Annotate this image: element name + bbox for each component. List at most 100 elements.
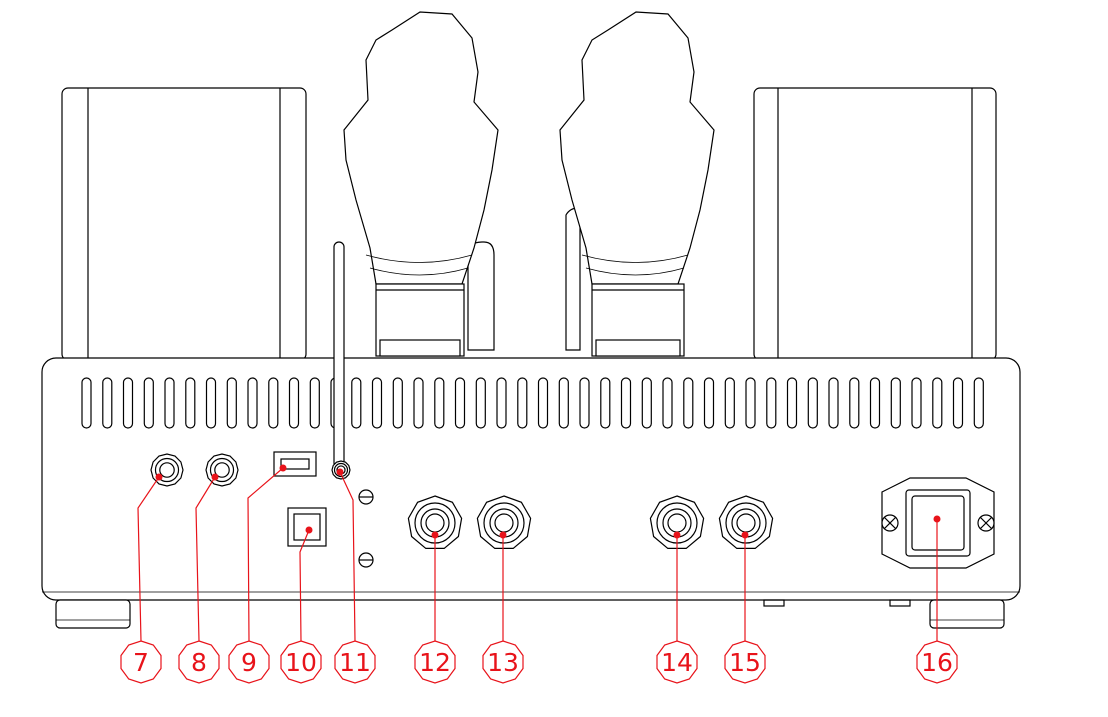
callout-8: 8 — [178, 473, 220, 684]
vent-slot — [579, 377, 590, 429]
vent-slot — [869, 377, 881, 429]
power-tube-left — [343, 11, 499, 357]
vent-slot — [952, 377, 964, 429]
callout-12: 12 — [414, 531, 456, 684]
vent-slot — [517, 377, 528, 429]
vent-slot — [703, 377, 715, 429]
vent-slot — [288, 377, 300, 429]
callout-badge — [334, 640, 376, 684]
callout-badge — [414, 640, 456, 684]
vent-slot — [226, 377, 237, 429]
vent-slot — [973, 377, 984, 429]
vent-slot — [620, 377, 632, 429]
speaker-terminal-15[interactable] — [718, 495, 774, 550]
callout-point — [155, 473, 163, 481]
callout-badge — [280, 640, 322, 684]
vent-slot — [766, 377, 777, 429]
callout-point — [499, 531, 507, 539]
callout-point — [741, 531, 749, 539]
callout-number: 16 — [921, 648, 953, 677]
vent-slot — [828, 377, 839, 429]
callout-badge — [724, 640, 766, 684]
callout-badge — [120, 640, 162, 684]
vent-slot — [496, 377, 507, 429]
callout-point — [305, 526, 313, 534]
callout-badge — [916, 640, 958, 684]
callout-point — [211, 473, 219, 481]
callout-number: 13 — [487, 648, 519, 677]
callout-number: 12 — [419, 648, 451, 677]
speaker-terminal-13[interactable] — [476, 495, 532, 550]
callout-point — [279, 464, 287, 472]
vent-slot — [807, 377, 818, 429]
vent-slot — [351, 377, 362, 429]
callout-point — [673, 531, 681, 539]
callout-labels: 7 8 9 10 11 12 13 14 15 16 — [120, 464, 958, 684]
callout-number: 9 — [241, 648, 257, 677]
callout-point — [431, 531, 439, 539]
callout-16: 16 — [916, 515, 958, 684]
callout-11: 11 — [334, 468, 376, 684]
vent-slot — [309, 377, 320, 429]
input-jack-8[interactable] — [205, 453, 239, 487]
right-transformer-cover — [753, 87, 997, 361]
callout-13: 13 — [482, 531, 524, 684]
callout-number: 7 — [133, 648, 149, 677]
vent-slot — [932, 377, 943, 429]
rear-small-tube-left — [467, 241, 495, 351]
usb-port-9[interactable] — [273, 451, 317, 477]
callout-badge — [228, 640, 270, 684]
vent-slot — [122, 377, 134, 429]
callout-9: 9 — [228, 464, 287, 684]
vent-slot — [392, 377, 403, 429]
callout-number: 15 — [729, 648, 761, 677]
vent-slot — [890, 377, 901, 429]
bluetooth-antenna — [333, 241, 345, 469]
vent-slot — [371, 377, 383, 429]
callout-number: 11 — [339, 648, 371, 677]
vent-slot — [786, 377, 798, 429]
power-tube-right — [559, 11, 715, 357]
vent-slot — [745, 377, 756, 429]
ac-power-inlet-16[interactable] — [881, 477, 995, 569]
callout-badge — [178, 640, 220, 684]
vent-slot — [849, 377, 860, 429]
callout-10: 10 — [280, 526, 322, 684]
callout-7: 7 — [120, 473, 163, 684]
optical-input-10[interactable] — [287, 507, 327, 547]
callout-number: 8 — [191, 648, 207, 677]
callout-14: 14 — [656, 531, 698, 684]
vent-slot — [205, 377, 217, 429]
vent-slot — [454, 377, 466, 429]
vent-slot — [185, 377, 196, 429]
callout-badge — [656, 640, 698, 684]
vent-slot — [164, 377, 175, 429]
ventilation-slots — [81, 377, 984, 429]
callout-15: 15 — [724, 531, 766, 684]
callout-number: 14 — [661, 648, 693, 677]
vent-slot — [434, 377, 445, 429]
vent-slot — [911, 377, 922, 429]
vent-slot — [413, 377, 424, 429]
vent-slot — [247, 377, 258, 429]
vent-slot — [724, 377, 735, 429]
rear-small-tube-right — [565, 207, 581, 351]
ground-screw — [358, 552, 374, 568]
left-transformer-cover — [61, 87, 307, 361]
vent-slot — [537, 377, 549, 429]
chassis — [41, 357, 1021, 607]
chassis-foot-left — [55, 599, 131, 629]
vent-slot — [683, 377, 694, 429]
callout-number: 10 — [285, 648, 317, 677]
callout-point — [933, 515, 941, 523]
callout-badge — [482, 640, 524, 684]
vent-slot — [662, 377, 673, 429]
chassis-foot-right — [929, 599, 1005, 629]
vent-slot — [143, 377, 154, 429]
ground-screw — [358, 489, 374, 505]
vent-slot — [558, 377, 569, 429]
vent-slot — [475, 377, 486, 429]
vent-slot — [81, 377, 92, 429]
rear-connectors — [150, 451, 995, 569]
